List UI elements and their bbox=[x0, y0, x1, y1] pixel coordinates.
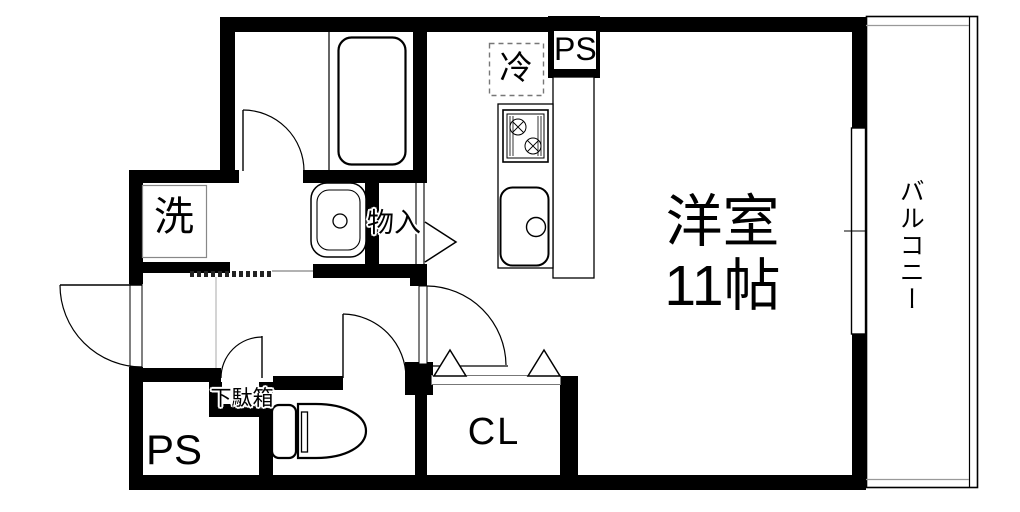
kitchen-sink bbox=[499, 186, 550, 267]
wall-west-upper bbox=[129, 170, 143, 284]
wall-east-lower bbox=[852, 333, 866, 490]
washer-pan-box bbox=[141, 184, 208, 259]
toilet bbox=[270, 402, 368, 460]
kitchen-door-arc bbox=[426, 285, 507, 366]
wall-kitchen-upper bbox=[413, 17, 427, 183]
stove-burner-2 bbox=[524, 137, 542, 155]
wall-top bbox=[220, 17, 866, 32]
closet-folding-door-triangle-2 bbox=[526, 348, 562, 377]
wall-closet-left bbox=[415, 390, 427, 475]
wall-storage-left bbox=[365, 170, 379, 267]
closet-label: CL bbox=[467, 411, 521, 453]
wall-washroom-north-east bbox=[303, 170, 414, 183]
main-room-name: 洋室 bbox=[665, 190, 780, 254]
wall-washroom-south-west bbox=[129, 262, 230, 273]
wall-bathroom-west bbox=[220, 17, 235, 183]
stove-burner-2-cross bbox=[526, 139, 540, 153]
wall-kitchen-door-corner bbox=[405, 362, 433, 395]
wall-kitchen-mid bbox=[410, 264, 427, 286]
wall-shoe-recess-left bbox=[209, 382, 222, 417]
wall-west-lower bbox=[129, 367, 143, 490]
balcony-outer-rect bbox=[865, 15, 979, 489]
vanity-sink-drain bbox=[332, 213, 348, 229]
closet-door-track bbox=[431, 375, 561, 385]
closet-folding-door-triangle-1 bbox=[432, 348, 468, 377]
wall-washroom-south-east bbox=[313, 264, 414, 278]
wall-toilet-north bbox=[273, 376, 343, 390]
toilet-tank bbox=[270, 403, 298, 460]
stove bbox=[502, 109, 549, 163]
kitchen-counter-long bbox=[552, 76, 595, 279]
wall-ps-toilet bbox=[259, 382, 273, 475]
wall-closet-right bbox=[560, 376, 578, 475]
entrance-door-arc bbox=[59, 284, 143, 368]
stove-burner-1-cross bbox=[511, 120, 525, 134]
main-room-size: 11帖 bbox=[664, 253, 781, 318]
storage-folding-door-chevron bbox=[424, 221, 458, 263]
stove-inner bbox=[506, 113, 545, 159]
pipe-space-top-label: PS bbox=[554, 31, 597, 67]
wall-bottom bbox=[129, 475, 866, 490]
pipe-space-top-box bbox=[554, 31, 596, 69]
wall-corridor-south bbox=[129, 368, 221, 382]
walls bbox=[129, 16, 866, 490]
wall-washroom-north-west bbox=[129, 170, 239, 183]
stove-outer bbox=[502, 109, 549, 163]
shoe-cabinet-label: 下駄箱 bbox=[210, 387, 274, 410]
toilet-seat-hinge bbox=[300, 411, 309, 453]
toilet-door-arc bbox=[342, 313, 407, 379]
refrigerator-label: 冷 bbox=[499, 49, 533, 86]
balcony-outline bbox=[865, 15, 979, 489]
wall-east-upper bbox=[852, 17, 866, 129]
refrigerator-space-dashed-box bbox=[488, 42, 545, 97]
bathtub bbox=[337, 36, 407, 166]
toilet-bowl bbox=[296, 402, 368, 460]
entrance-door-panel bbox=[129, 283, 143, 368]
shoe-cabinet-door-arc bbox=[220, 336, 263, 379]
kitchen-sink-faucet bbox=[525, 216, 547, 238]
stove-burner-1 bbox=[509, 118, 527, 136]
pipe-space-bottom-label: PS bbox=[145, 426, 203, 473]
bathroom-door-arc bbox=[242, 109, 305, 172]
storage-label: 物入 bbox=[367, 208, 421, 238]
main-room-label: 洋室 11帖 bbox=[630, 190, 815, 319]
washer-pan-label: 洗 bbox=[154, 195, 194, 239]
balcony-label: バルコニー bbox=[896, 178, 925, 313]
kitchen-door-panel bbox=[418, 285, 428, 365]
